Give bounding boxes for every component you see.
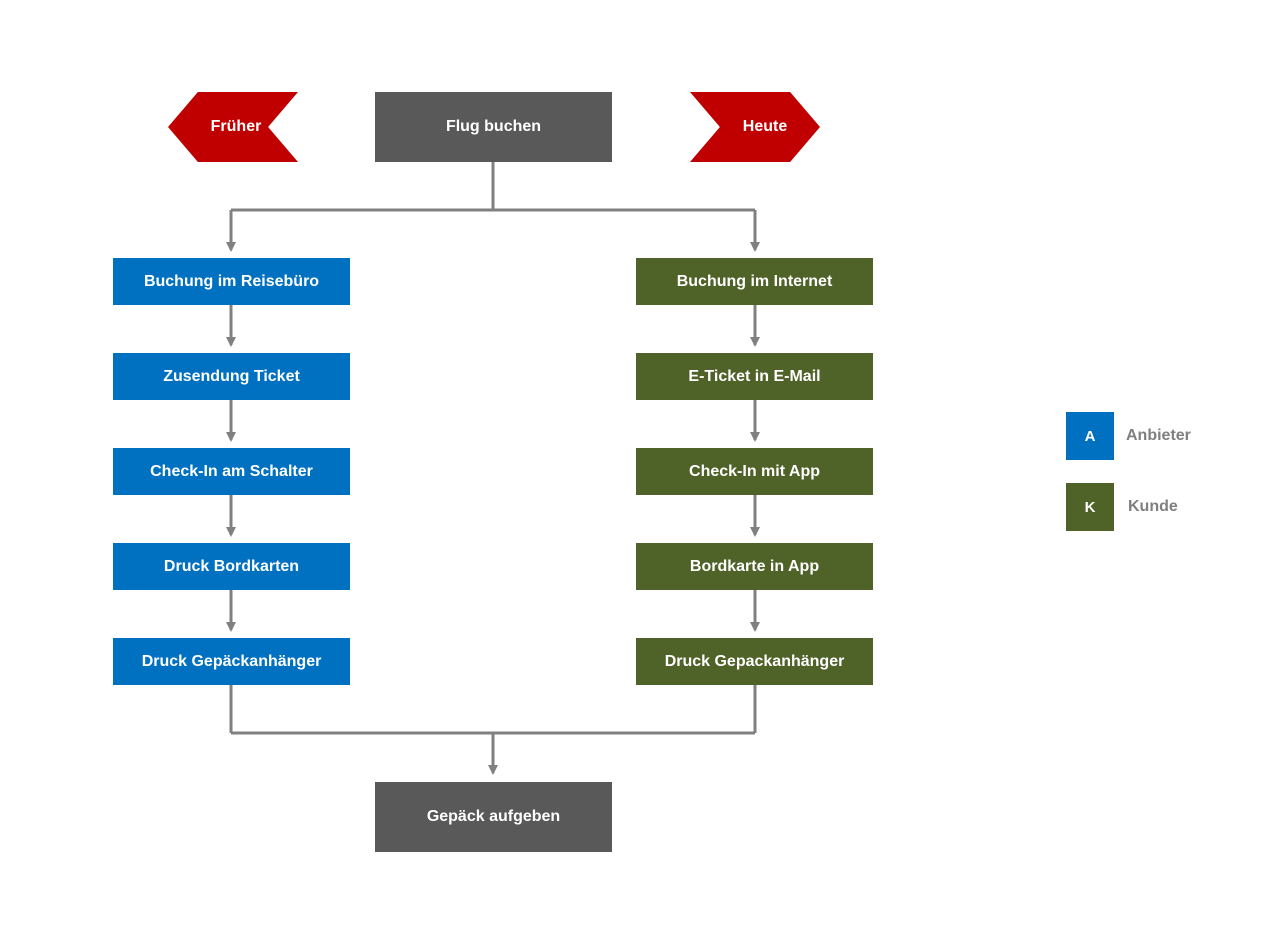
right-step-5-label: Druck Gepackanhänger xyxy=(664,652,845,670)
right-step-4-label: Bordkarte in App xyxy=(689,557,820,575)
legend-anbieter-box: A xyxy=(1066,412,1114,460)
start-node-label: Flug buchen xyxy=(445,118,542,135)
right-step-3-label: Check-In mit App xyxy=(689,462,820,480)
legend-kunde-box: K xyxy=(1066,483,1114,531)
right-step-2: E-Ticket in E-Mail xyxy=(636,353,873,400)
left-step-5-label: Druck Gepäckanhänger xyxy=(141,652,322,670)
left-step-2-label: Zusendung Ticket xyxy=(163,367,300,385)
left-step-4-label: Druck Bordkarten xyxy=(163,557,300,575)
tag-frueher-label: Früher xyxy=(210,118,262,135)
right-step-3: Check-In mit App xyxy=(636,448,873,495)
legend-kunde-label: Kunde xyxy=(1128,498,1178,515)
right-step-5: Druck Gepackanhänger xyxy=(636,638,873,685)
end-node: Gepäck aufgeben xyxy=(375,782,612,852)
left-step-5: Druck Gepäckanhänger xyxy=(113,638,350,685)
right-step-2-label: E-Ticket in E-Mail xyxy=(688,367,821,385)
legend-kunde-letter: K xyxy=(1084,498,1096,516)
right-step-1-label: Buchung im Internet xyxy=(676,272,833,290)
legend-anbieter-letter: A xyxy=(1084,427,1096,445)
left-step-3-label: Check-In am Schalter xyxy=(150,462,313,480)
start-node: Flug buchen xyxy=(375,92,612,162)
end-node-label: Gepäck aufgeben xyxy=(426,808,561,825)
right-step-4: Bordkarte in App xyxy=(636,543,873,590)
left-step-2: Zusendung Ticket xyxy=(113,353,350,400)
left-step-1-label: Buchung im Reisebüro xyxy=(143,272,320,290)
tag-heute-label: Heute xyxy=(742,118,788,135)
legend-anbieter-label: Anbieter xyxy=(1126,427,1191,444)
left-step-1: Buchung im Reisebüro xyxy=(113,258,350,305)
right-step-1: Buchung im Internet xyxy=(636,258,873,305)
left-step-4: Druck Bordkarten xyxy=(113,543,350,590)
left-step-3: Check-In am Schalter xyxy=(113,448,350,495)
